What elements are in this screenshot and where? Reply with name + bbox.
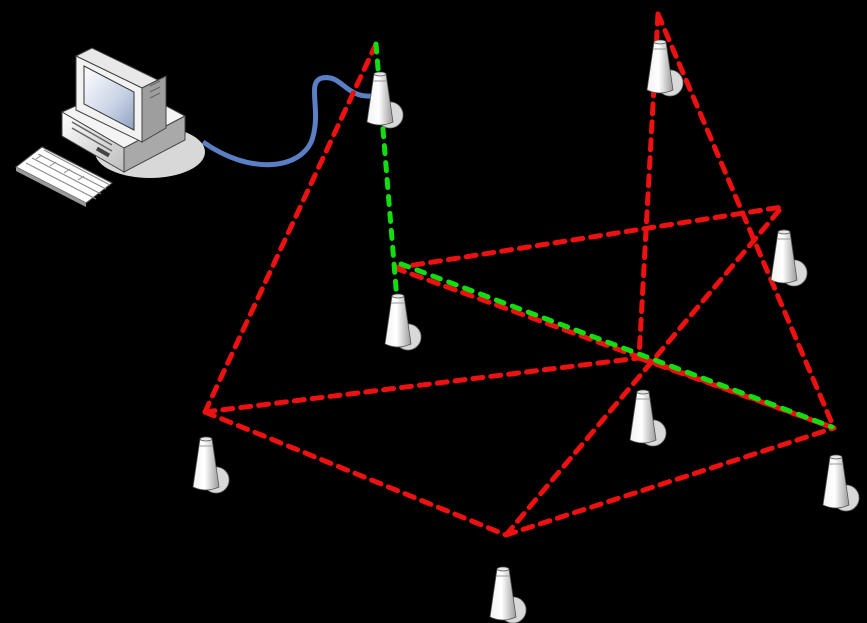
- cable-line: [201, 75, 373, 168]
- keyboard-icon: [15, 146, 113, 207]
- mesh-link-n2-n6: [202, 355, 642, 415]
- route-link-n3-n8: [398, 261, 835, 430]
- wireless-node-icon: [366, 71, 404, 129]
- network-cable: [201, 75, 373, 168]
- mesh-link-n3-n8: [392, 265, 837, 431]
- wireless-node-icon: [384, 293, 422, 351]
- wireless-nodes: [192, 39, 860, 623]
- mesh-link-n2-n5: [202, 409, 509, 538]
- mesh-link-n4-n8: [655, 11, 837, 431]
- wireless-node-icon: [192, 436, 230, 494]
- monitor-icon: [74, 47, 167, 143]
- mesh-link-n1-n2: [202, 41, 379, 415]
- wireless-node-icon: [822, 454, 860, 512]
- wireless-node-icon: [629, 389, 667, 447]
- route-links: [373, 41, 835, 430]
- mesh-link-n5-n7: [503, 204, 785, 538]
- mesh-link-n3-n7: [392, 204, 785, 271]
- mesh-links: [202, 11, 837, 538]
- wireless-node-icon: [489, 566, 527, 623]
- desktop-computer-icon: [15, 47, 205, 207]
- wireless-node-icon: [770, 229, 808, 287]
- mesh-link-n5-n8: [503, 425, 837, 538]
- wireless-node-icon: [646, 39, 684, 97]
